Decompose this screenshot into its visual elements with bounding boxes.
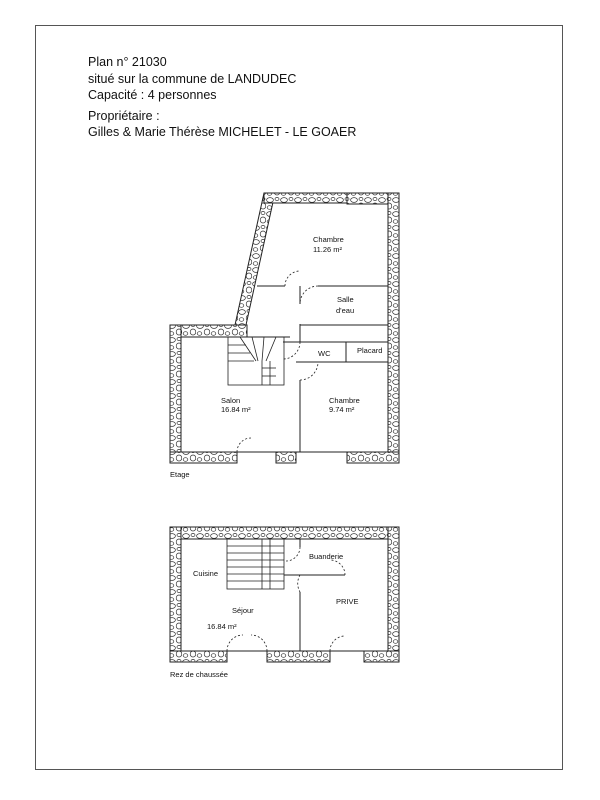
floor-label-rdc: Rez de chaussée: [170, 670, 228, 679]
commune-line: situé sur la commune de LANDUDEC: [88, 71, 297, 86]
room-cuisine-name: Cuisine: [193, 569, 218, 578]
room-salle-eau-name2: d'eau: [336, 306, 354, 315]
room-chambre1-area: 11.26 m²: [313, 245, 343, 254]
plan-header: Plan n° 21030 situé sur la commune de LA…: [88, 54, 356, 141]
room-salon-name: Salon: [221, 396, 240, 405]
upper-wing-walls: [234, 192, 400, 464]
owner-title: Propriétaire :: [88, 108, 160, 123]
ground-door-swings: [226, 546, 346, 652]
room-sejour-area: 16.84 m²: [207, 622, 237, 631]
room-chambre2-name: Chambre: [329, 396, 360, 405]
capacity-line: Capacité : 4 personnes: [88, 88, 217, 102]
room-salon-area: 16.84 m²: [221, 405, 251, 414]
upper-door-swings: [236, 270, 319, 453]
room-sejour-name: Séjour: [232, 606, 254, 615]
ground-walls: [169, 526, 400, 663]
room-prive-name: PRIVE: [336, 597, 359, 606]
room-chambre1-name: Chambre: [313, 235, 344, 244]
plan-number: Plan n° 21030: [88, 55, 167, 69]
owner-names: Gilles & Marie Thérèse MICHELET - LE GOA…: [88, 125, 357, 139]
room-buanderie-name: Buanderie: [309, 552, 343, 561]
room-placard-name: Placard: [357, 346, 382, 355]
floor-label-etage: Etage: [170, 470, 190, 479]
ground-floor-plan: [169, 526, 400, 663]
upper-staircase: [227, 336, 285, 386]
room-wc-name: WC: [318, 349, 331, 358]
room-chambre2-area: 9.74 m²: [329, 405, 355, 414]
upper-main-walls: [169, 324, 297, 464]
page-frame: [35, 25, 563, 770]
upper-floor-plan: [169, 192, 400, 464]
room-salle-eau-name: Salle: [337, 295, 354, 304]
ground-staircase: [226, 538, 285, 590]
